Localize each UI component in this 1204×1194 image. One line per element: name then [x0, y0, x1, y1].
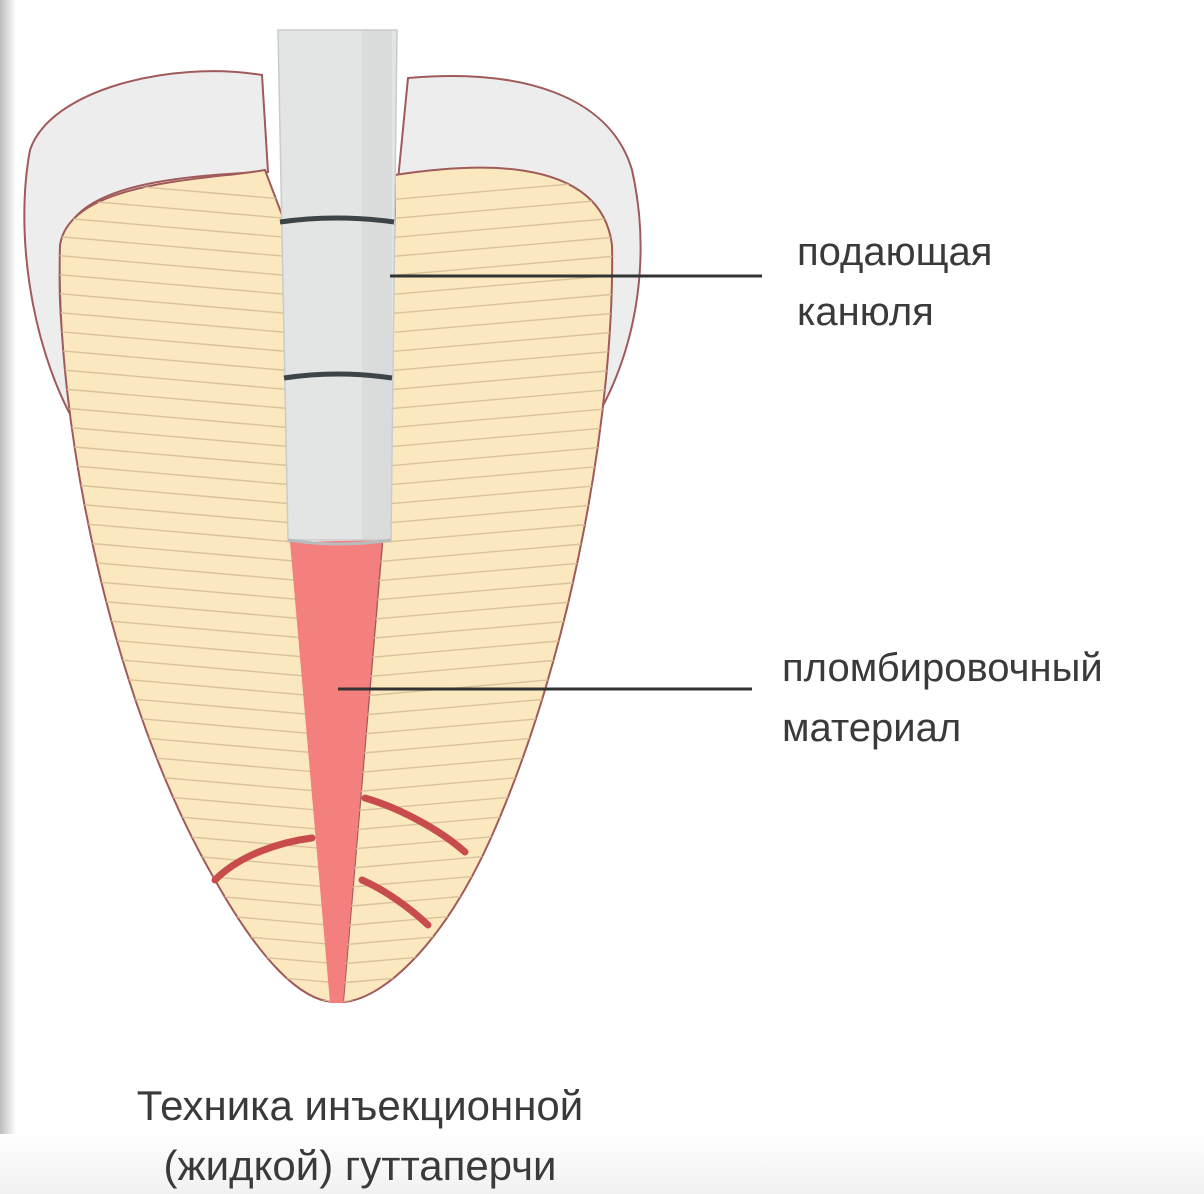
cannula-label: подающая канюля [797, 222, 992, 342]
figure-caption: Техника инъекционной (жидкой) гуттаперчи [0, 1076, 720, 1194]
material-label-line-1: пломбировочный [782, 638, 1103, 698]
caption-line-1: Техника инъекционной [0, 1076, 720, 1136]
cannula-shade [362, 30, 392, 540]
material-label-line-2: материал [782, 698, 1103, 758]
cannula [278, 30, 397, 544]
caption-line-2: (жидкой) гуттаперчи [0, 1136, 720, 1194]
cannula-label-line-2: канюля [797, 282, 992, 342]
material-label: пломбировочный материал [782, 638, 1103, 758]
dentin-tubule-line [40, 995, 340, 1021]
dentin-tubule-line [340, 995, 640, 1021]
cannula-label-line-1: подающая [797, 222, 992, 282]
